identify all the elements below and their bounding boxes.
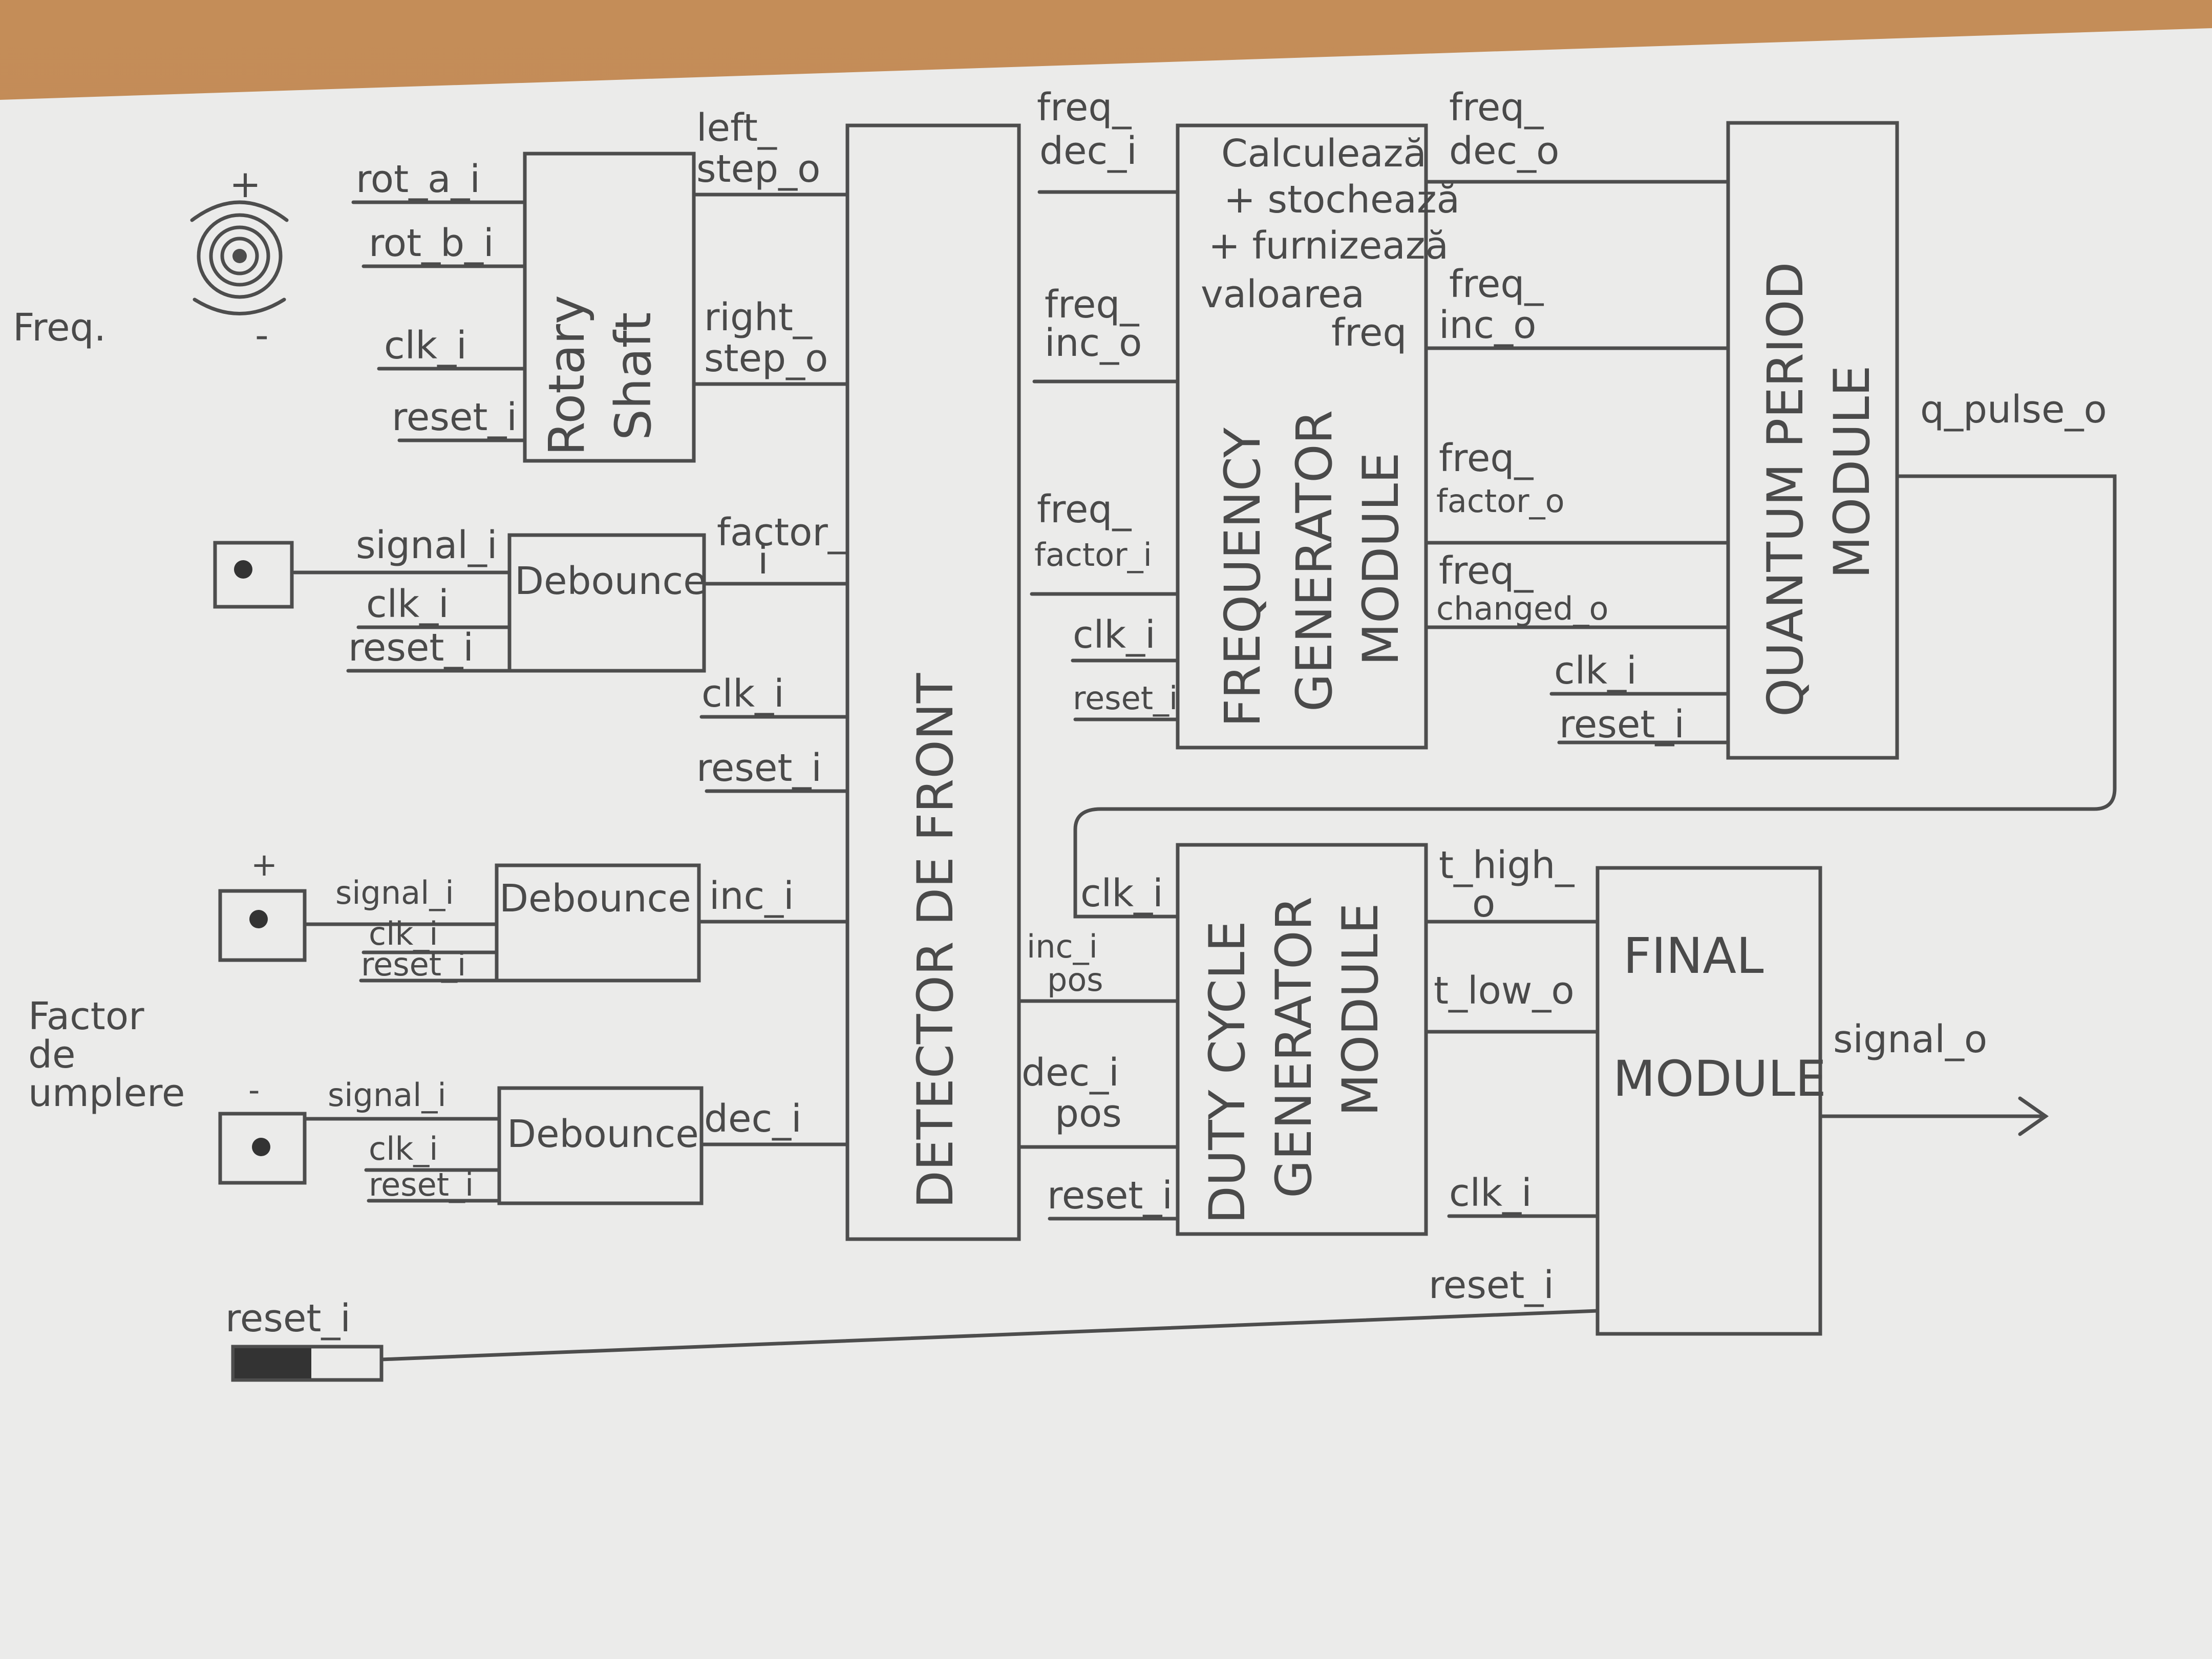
duty-out-high-2: o <box>1472 882 1495 926</box>
freq-gen-out-inc-2: inc_o <box>1439 303 1536 347</box>
rotary-out-left-2: step_o <box>696 147 820 191</box>
debounce1-in-signal: signal_i <box>356 523 497 567</box>
freq-gen-out-factor-1: freq_ <box>1439 436 1534 480</box>
factor-label-line3: umplere <box>28 1071 185 1115</box>
freq-gen-note-1: Calculează <box>1221 132 1427 176</box>
quantum-title-1: QUANTUM PERIOD <box>1757 262 1814 717</box>
final-title-1: FINAL <box>1623 927 1764 985</box>
rotary-out-left-1: left_ <box>696 106 777 150</box>
detector-in-clk: clk_i <box>701 672 784 716</box>
debounce2-in-clk: clk_i <box>369 915 438 952</box>
rotary-in-reset: reset_i <box>392 395 517 439</box>
duty-in-inc-1: inc_i <box>1027 928 1098 965</box>
duty-in-clk: clk_i <box>1080 871 1163 916</box>
push-button-icon <box>213 541 294 609</box>
debounce1-box <box>507 533 706 673</box>
freq-gen-out-changed-2: changed_o <box>1436 590 1608 627</box>
freq-gen-note-3: + furnizează <box>1208 224 1449 268</box>
quantum-out: q_pulse_o <box>1920 388 2107 432</box>
freq-gen-note-2: + stochează <box>1224 178 1460 222</box>
rotary-encoder-icon <box>190 200 289 315</box>
debounce2-out: inc_i <box>709 874 794 918</box>
detector-title: DETECTOR DE FRONT <box>907 673 964 1208</box>
detector-box <box>845 123 1021 1241</box>
debounce3-in-clk: clk_i <box>369 1130 438 1167</box>
reset-switch-label: reset_i <box>225 1296 351 1341</box>
freq-gen-note-5: freq <box>1331 311 1407 355</box>
reset-switch-icon <box>231 1345 384 1382</box>
debounce1-out-2: i <box>758 539 769 583</box>
freq-gen-in-reset: reset_i <box>1073 679 1178 717</box>
freq-gen-out-dec-1: freq_ <box>1449 86 1544 130</box>
rotary-in-clk: clk_i <box>384 324 467 368</box>
debounce2-in-reset: reset_i <box>361 946 466 983</box>
debounce1-in-clk: clk_i <box>366 582 449 626</box>
duty-in-dec-1: dec_i <box>1022 1051 1119 1095</box>
detector-in-reset: reset_i <box>696 746 822 790</box>
duty-title-1: DUTY CYCLE <box>1199 921 1256 1224</box>
debounce1-in-reset: reset_i <box>348 626 474 670</box>
duty-out-low: t_low_o <box>1434 969 1575 1013</box>
rotary-in-rot-b: rot_b_i <box>369 221 494 265</box>
freq-gen-title-1: FREQUENCY <box>1214 428 1271 727</box>
quantum-in-reset: reset_i <box>1559 703 1685 747</box>
paper <box>0 28 2212 1659</box>
freq-gen-box <box>1176 123 1428 750</box>
debounce2-title: Debounce <box>499 877 691 921</box>
debounce3-title: Debounce <box>507 1112 699 1156</box>
quantum-box <box>1726 121 1899 760</box>
debounce3-in-signal: signal_i <box>328 1076 446 1114</box>
freq-gen-in-dec-2: dec_i <box>1039 129 1137 173</box>
duty-title-3: MODULE <box>1332 903 1389 1116</box>
debounce1-out-1: factor_ <box>717 511 847 555</box>
rotary-out-right-1: right_ <box>704 295 813 339</box>
final-in-reset: reset_i <box>1429 1263 1554 1307</box>
rotary-title-line1: Rotary <box>538 295 595 456</box>
freq-gen-out-inc-1: freq_ <box>1449 262 1544 306</box>
duty-title-2: GENERATOR <box>1265 897 1323 1198</box>
debounce2-in-signal: signal_i <box>335 874 454 911</box>
debounce3-in-reset: reset_i <box>369 1166 474 1203</box>
freq-label: Freq. <box>13 306 106 350</box>
duty-out-high-1: t_high_ <box>1439 843 1575 887</box>
freq-gen-out-dec-2: dec_o <box>1449 129 1559 173</box>
rotary-out-right-2: step_o <box>704 336 828 380</box>
freq-gen-out-factor-2: factor_o <box>1436 482 1565 520</box>
freq-gen-out-changed-1: freq_ <box>1439 549 1534 593</box>
freq-gen-in-inc-1: freq_ <box>1045 283 1139 327</box>
final-title-2: MODULE <box>1613 1050 1826 1108</box>
final-box <box>1596 866 1822 1336</box>
freq-gen-title-3: MODULE <box>1352 452 1410 666</box>
freq-gen-in-factor-1: freq_ <box>1037 487 1132 531</box>
factor-label-line2: de <box>28 1033 76 1077</box>
freq-gen-in-inc-2: inc_o <box>1045 321 1142 365</box>
duty-in-inc-2: pos <box>1047 961 1103 998</box>
freq-gen-in-clk: clk_i <box>1073 613 1156 657</box>
push-button-minus-icon <box>218 1112 307 1185</box>
freq-gen-in-factor-2: factor_i <box>1034 536 1152 573</box>
duty-box <box>1176 843 1428 1236</box>
factor-label-line1: Factor <box>28 994 144 1038</box>
rotary-shaft-box <box>523 152 696 463</box>
duty-in-reset: reset_i <box>1047 1174 1173 1218</box>
quantum-in-clk: clk_i <box>1554 649 1637 693</box>
freq-gen-in-dec-1: freq_ <box>1037 86 1132 130</box>
quantum-title-2: MODULE <box>1823 365 1881 579</box>
final-in-clk: clk_i <box>1449 1171 1532 1215</box>
freq-gen-note-4: valoarea <box>1201 272 1365 316</box>
button-minus-label: - <box>248 1071 260 1109</box>
debounce3-out: dec_i <box>704 1097 802 1141</box>
encoder-minus: - <box>255 313 269 357</box>
freq-gen-title-2: GENERATOR <box>1286 410 1343 712</box>
button-plus-label: + <box>251 846 278 883</box>
encoder-plus: + <box>229 162 261 206</box>
debounce1-title: Debounce <box>515 559 707 603</box>
final-out: signal_o <box>1833 1017 1987 1061</box>
duty-in-dec-2: pos <box>1055 1092 1122 1136</box>
rotary-title-line2: Shaft <box>605 312 662 440</box>
rotary-in-rot-a: rot_a_i <box>356 157 480 201</box>
